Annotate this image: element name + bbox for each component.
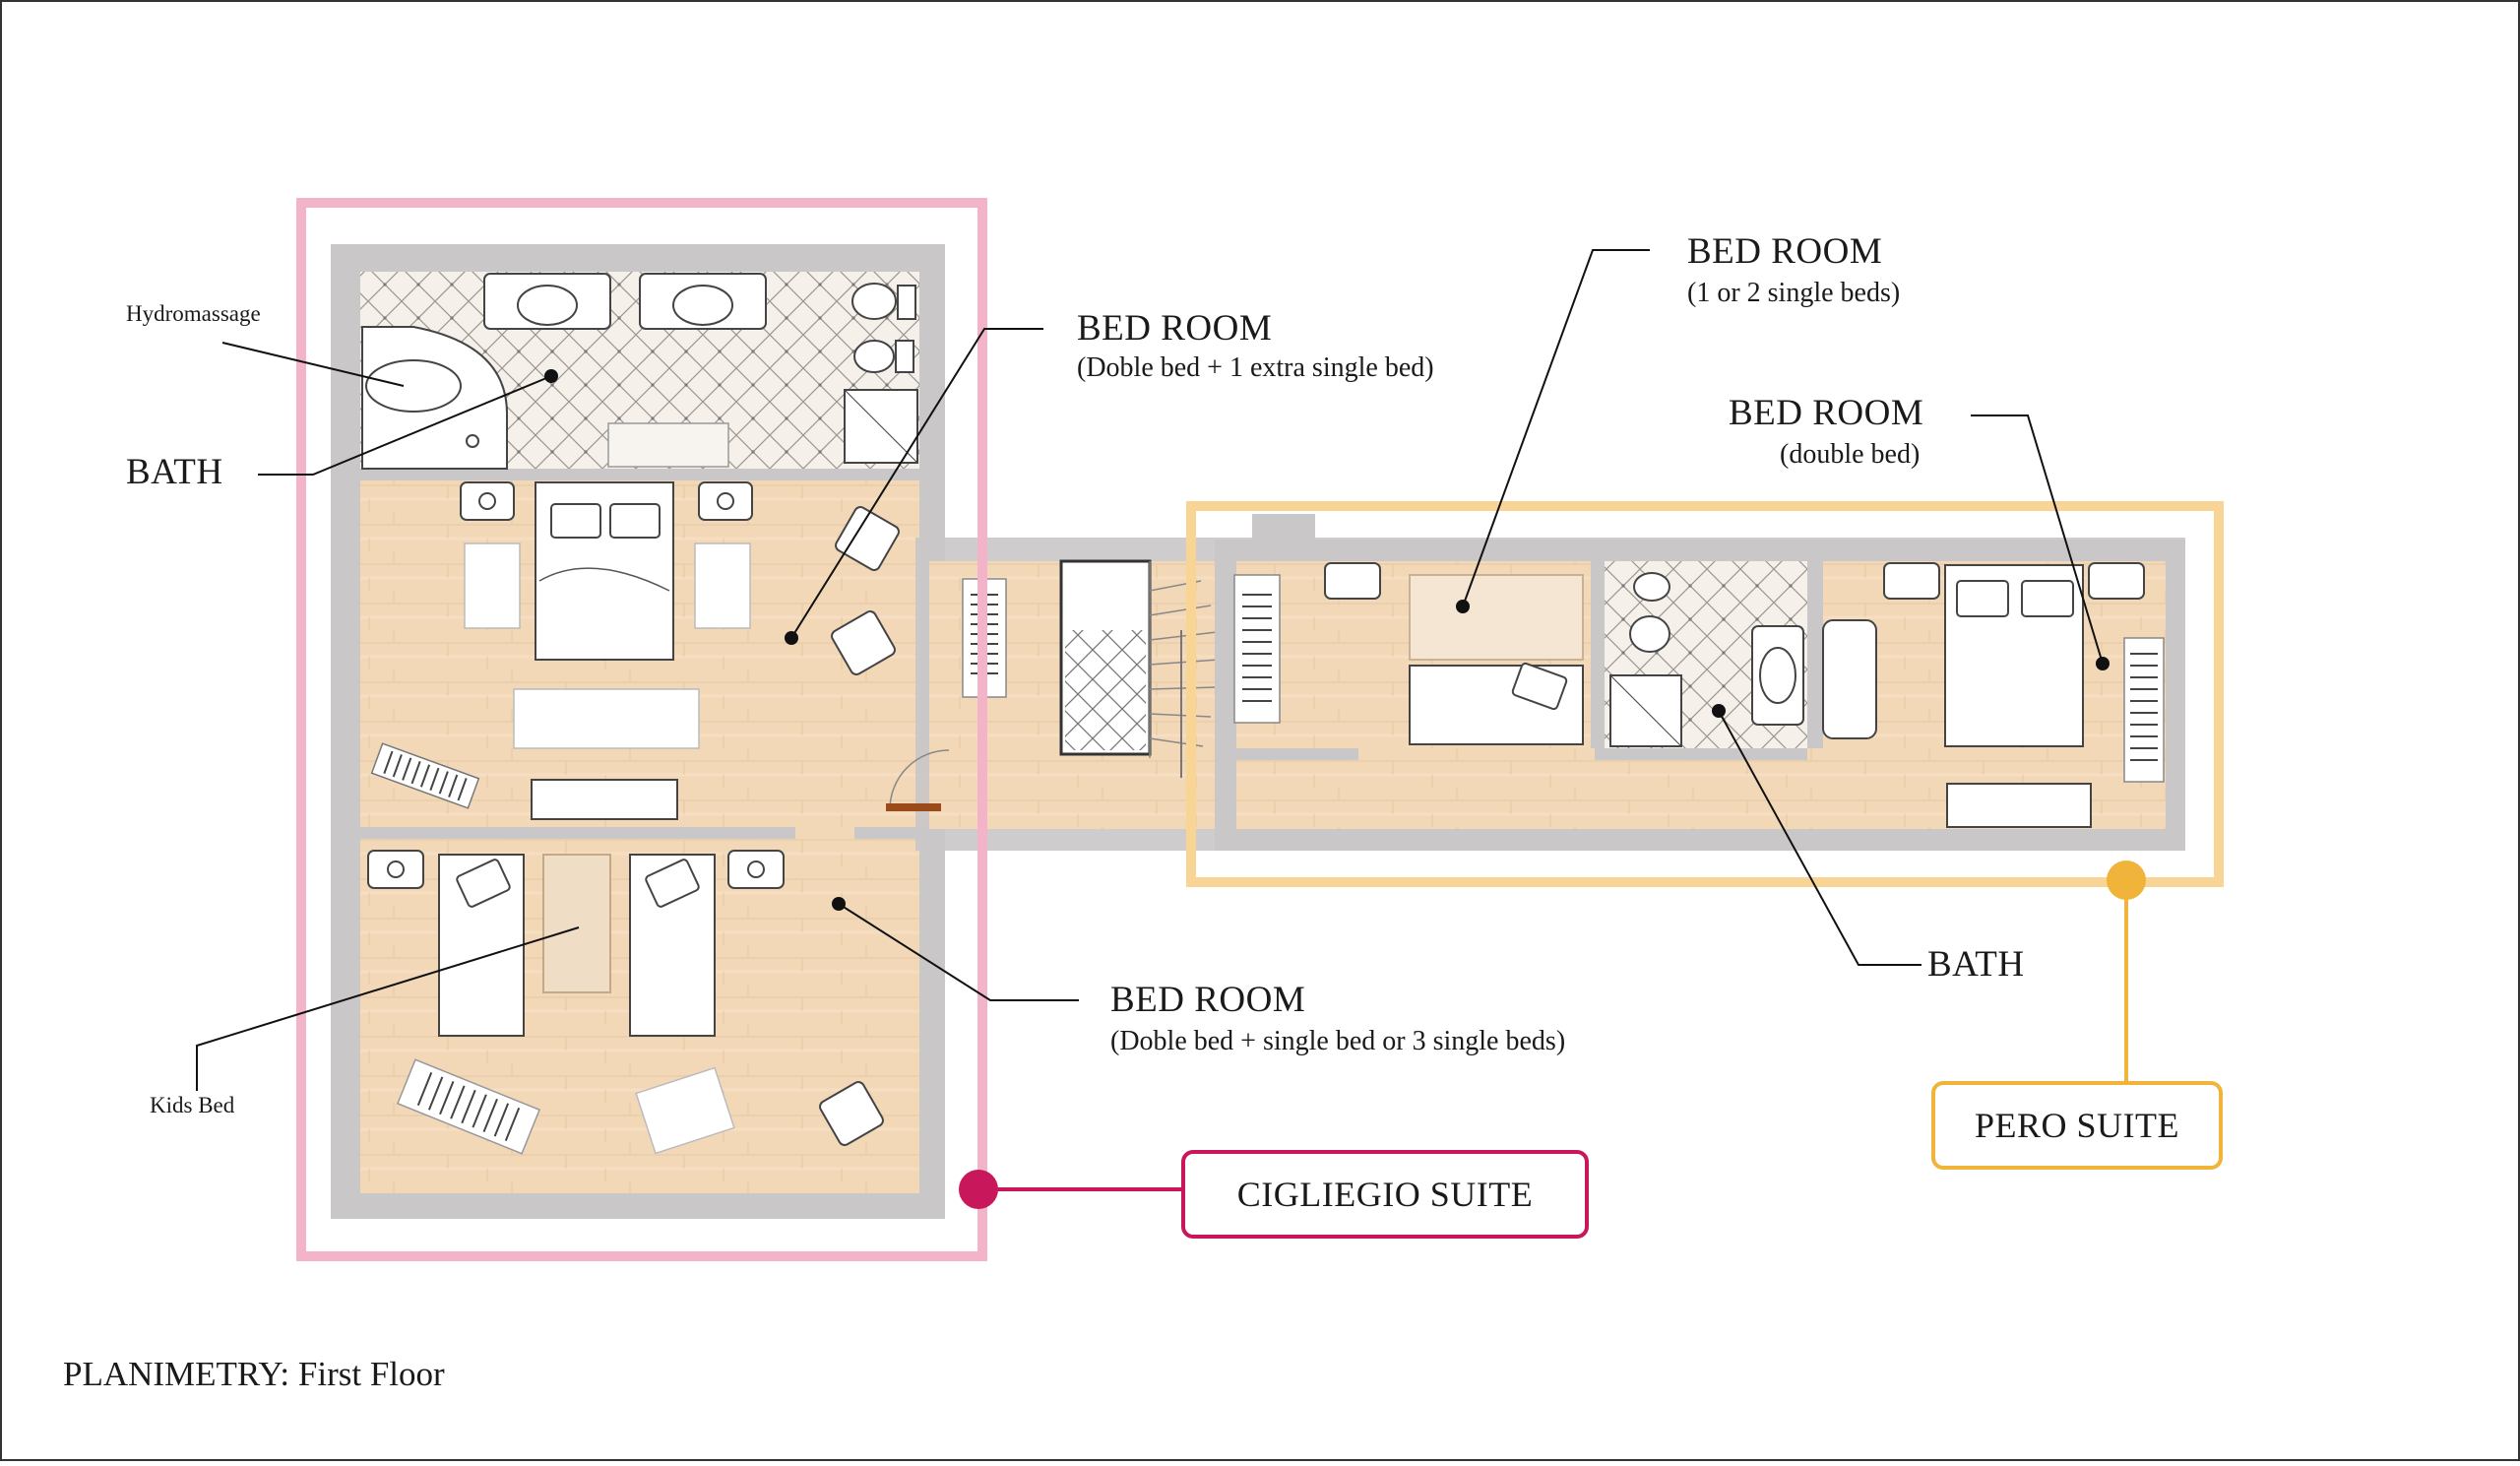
bedroom-2-subtitle: (Doble bed + single bed or 3 single beds… (1110, 1026, 1566, 1056)
cigliegio-suite-badge[interactable]: CIGLIEGIO SUITE (1181, 1150, 1589, 1239)
kids-bedroom-furniture (367, 850, 884, 1155)
bath-right-label: BATH (1927, 944, 2025, 985)
bedroom-2-title: BED ROOM (1110, 980, 1306, 1020)
bath-left-label: BATH (126, 452, 223, 492)
bedroom-3-subtitle: (1 or 2 single beds) (1687, 278, 1901, 308)
bedroom-4-title: BED ROOM (1729, 393, 1924, 433)
single-bed-a (1409, 574, 1584, 661)
bedroom-3-title: BED ROOM (1687, 231, 1883, 272)
leader-lines (196, 249, 2104, 1091)
pero-frame (1186, 501, 2224, 887)
rug-master (513, 688, 700, 749)
toilet (851, 283, 897, 320)
plan-caption-bold: PLANIMETRY: (63, 1355, 290, 1393)
master-bedroom-furniture (370, 481, 900, 820)
cigliegio-marker (959, 1170, 998, 1209)
plan-caption: PLANIMETRY: First Floor (63, 1355, 445, 1394)
pero-marker (2107, 860, 2146, 900)
bath-fixtures (361, 273, 918, 470)
pero-suite-badge[interactable]: PERO SUITE (1931, 1081, 2223, 1170)
hydromassage-label: Hydromassage (126, 301, 261, 326)
sofa (1822, 619, 1877, 739)
plan-caption-rest: First Floor (289, 1355, 445, 1393)
dresser-master (531, 779, 678, 820)
bedroom-4-subtitle: (double bed) (1780, 439, 1921, 470)
bath-mat (607, 422, 729, 468)
bedroom-1-title: BED ROOM (1077, 308, 1273, 349)
cigliegio-frame (296, 198, 987, 1261)
bidet (853, 340, 895, 373)
leader-dots (544, 369, 2110, 911)
kids-bed-label: Kids Bed (150, 1093, 235, 1117)
pero-furniture (1233, 562, 2165, 828)
kids-bed (542, 854, 611, 993)
bedroom-1-subtitle: (Doble bed + 1 extra single bed) (1077, 352, 1434, 383)
